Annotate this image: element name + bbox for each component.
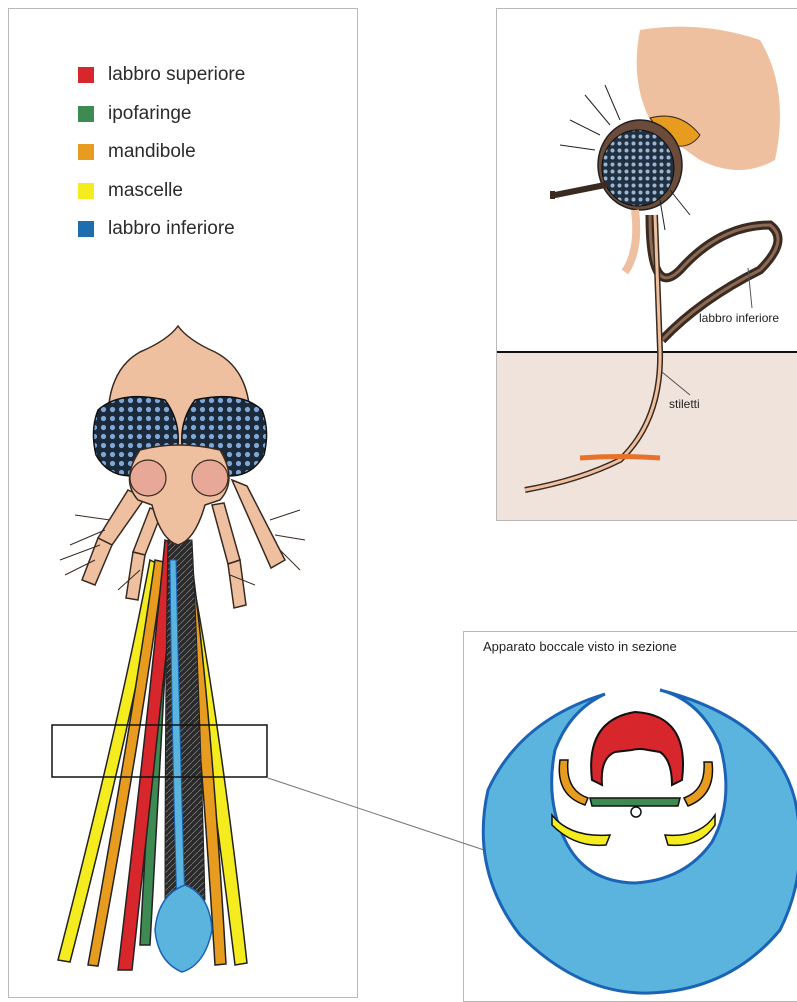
compound-eye-side bbox=[602, 130, 674, 206]
antenna-base-left bbox=[130, 460, 166, 496]
section-hypopharynx bbox=[590, 798, 680, 806]
antenna-side bbox=[555, 185, 605, 195]
mosquito-front-view bbox=[52, 326, 520, 972]
section-mandible-right bbox=[684, 762, 713, 806]
section-maxilla-right bbox=[665, 815, 715, 845]
section-mandible-left bbox=[559, 760, 588, 805]
antenna-base-right bbox=[192, 460, 228, 496]
palp-side bbox=[625, 210, 636, 272]
mosquito-side-view: labbro inferiore stiletti bbox=[497, 27, 797, 520]
blood-vessel bbox=[580, 457, 660, 459]
section-salivary-duct bbox=[631, 807, 641, 817]
section-labrum bbox=[591, 712, 683, 785]
skin-surface bbox=[497, 352, 797, 520]
label-stylets: stiletti bbox=[669, 397, 700, 411]
section-title: Apparato boccale visto in sezione bbox=[483, 639, 677, 654]
mouthparts bbox=[58, 540, 247, 972]
label-lower-lip: labbro inferiore bbox=[699, 311, 779, 325]
mouthparts-cross-section: Apparato boccale visto in sezione bbox=[483, 639, 797, 993]
